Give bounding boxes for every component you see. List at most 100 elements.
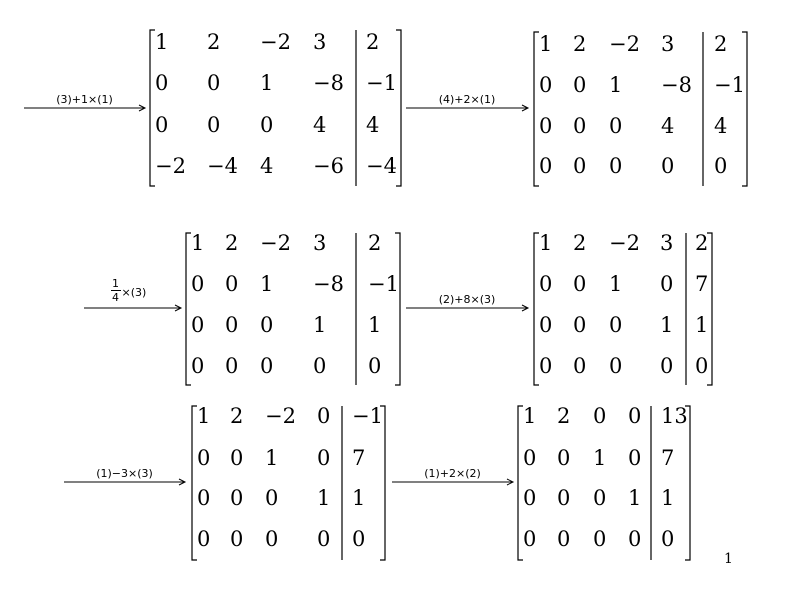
matrix-0-cell: 0 xyxy=(207,71,221,95)
matrix-0-cell: −4 xyxy=(366,154,397,178)
matrix-4-cell: 2 xyxy=(230,404,244,428)
matrix-0-cell: 1 xyxy=(260,71,274,95)
matrix-3-cell: 0 xyxy=(609,354,623,378)
matrix-2-cell: −8 xyxy=(313,272,344,296)
matrix-0-cell: −1 xyxy=(366,71,397,95)
matrix-0-cell: −8 xyxy=(313,71,344,95)
matrix-4-cell: 1 xyxy=(197,404,211,428)
matrix-2-cell: 0 xyxy=(191,313,205,337)
matrix-4-cell: 0 xyxy=(230,486,244,510)
matrix-2-cell: 1 xyxy=(368,313,382,337)
matrix-4-cell: 0 xyxy=(352,527,366,551)
matrix-5-cell: 0 xyxy=(557,527,571,551)
right-bracket xyxy=(707,232,713,386)
matrix-3-cell: 0 xyxy=(539,354,553,378)
matrix-3-cell: 0 xyxy=(660,354,674,378)
matrix-3-cell: 1 xyxy=(539,231,553,255)
arrow-line xyxy=(84,304,183,312)
matrix-4-cell: 0 xyxy=(265,486,279,510)
matrix-1-cell: −8 xyxy=(661,73,692,97)
matrix-3-cell: 1 xyxy=(660,313,674,337)
matrix-1-cell: 1 xyxy=(609,73,623,97)
matrix-0-cell: 2 xyxy=(207,30,221,54)
fraction-denominator: 4 xyxy=(112,291,119,304)
matrix-5-cell: 0 xyxy=(628,446,642,470)
right-bracket xyxy=(396,29,402,187)
left-bracket xyxy=(191,405,197,561)
matrix-2-cell: −2 xyxy=(260,231,291,255)
arrow-line xyxy=(24,104,147,112)
matrix-3-cell: 3 xyxy=(660,231,674,255)
matrix-3-cell: 1 xyxy=(609,272,623,296)
matrix-1-cell: −2 xyxy=(609,32,640,56)
matrix-4-cell: −2 xyxy=(265,404,296,428)
matrix-4-cell: 7 xyxy=(352,446,366,470)
matrix-5-cell: 0 xyxy=(593,527,607,551)
matrix-5-cell: 0 xyxy=(593,404,607,428)
matrix-5-cell: 7 xyxy=(661,446,675,470)
matrix-1-cell: 0 xyxy=(573,73,587,97)
matrix-1-cell: 4 xyxy=(714,114,728,138)
matrix-2-cell: 0 xyxy=(260,313,274,337)
right-bracket xyxy=(395,232,401,386)
matrix-2-cell: 0 xyxy=(191,272,205,296)
matrix-2-cell: 3 xyxy=(313,231,327,255)
matrix-4-cell: 0 xyxy=(317,446,331,470)
matrix-4-cell: 0 xyxy=(197,527,211,551)
left-bracket xyxy=(517,405,523,561)
matrix-5-cell: 1 xyxy=(593,446,607,470)
matrix-3-cell: 2 xyxy=(573,231,587,255)
matrix-0-cell: −2 xyxy=(155,154,186,178)
matrix-1-cell: 0 xyxy=(609,154,623,178)
right-bracket xyxy=(380,405,386,561)
matrix-4-cell: 1 xyxy=(317,486,331,510)
matrix-3-cell: 0 xyxy=(573,354,587,378)
matrix-5-cell: 0 xyxy=(661,527,675,551)
matrix-0-cell: 1 xyxy=(155,30,169,54)
matrix-4-cell: 0 xyxy=(230,527,244,551)
right-bracket xyxy=(685,405,691,561)
row-operation-label: ×(3) xyxy=(121,286,147,299)
matrix-0-cell: 4 xyxy=(366,113,380,137)
matrix-0-cell: 0 xyxy=(155,113,169,137)
arrow-line xyxy=(406,104,530,112)
row-operation-label: (2)+8×(3) xyxy=(438,293,496,306)
matrix-1-cell: 0 xyxy=(573,154,587,178)
matrix-4-cell: −1 xyxy=(352,404,383,428)
matrix-1-cell: 0 xyxy=(573,114,587,138)
matrix-5-cell: 2 xyxy=(557,404,571,428)
matrix-1-cell: 2 xyxy=(573,32,587,56)
left-bracket xyxy=(185,232,191,386)
matrix-2-cell: 1 xyxy=(260,272,274,296)
matrix-1-cell: −1 xyxy=(714,73,745,97)
matrix-3-cell: 0 xyxy=(609,313,623,337)
matrix-2-cell: 0 xyxy=(225,272,239,296)
matrix-4-cell: 0 xyxy=(317,404,331,428)
matrix-5-cell: 0 xyxy=(593,486,607,510)
row-operation-label: (3)+1×(1) xyxy=(56,93,113,106)
matrix-5-cell: 1 xyxy=(628,486,642,510)
matrix-4-cell: 0 xyxy=(230,446,244,470)
arrow-line xyxy=(406,304,530,312)
matrix-0-cell: 0 xyxy=(260,113,274,137)
matrix-2-cell: 0 xyxy=(368,354,382,378)
matrix-5-cell: 1 xyxy=(661,486,675,510)
matrix-2-cell: 0 xyxy=(225,313,239,337)
matrix-1-cell: 0 xyxy=(539,114,553,138)
left-bracket xyxy=(149,29,155,187)
matrix-1-cell: 4 xyxy=(661,114,675,138)
matrix-1-cell: 2 xyxy=(714,32,728,56)
matrix-2-cell: 0 xyxy=(225,354,239,378)
matrix-1-cell: 0 xyxy=(539,154,553,178)
matrix-0-cell: −4 xyxy=(207,154,238,178)
matrix-1-cell: 3 xyxy=(661,32,675,56)
